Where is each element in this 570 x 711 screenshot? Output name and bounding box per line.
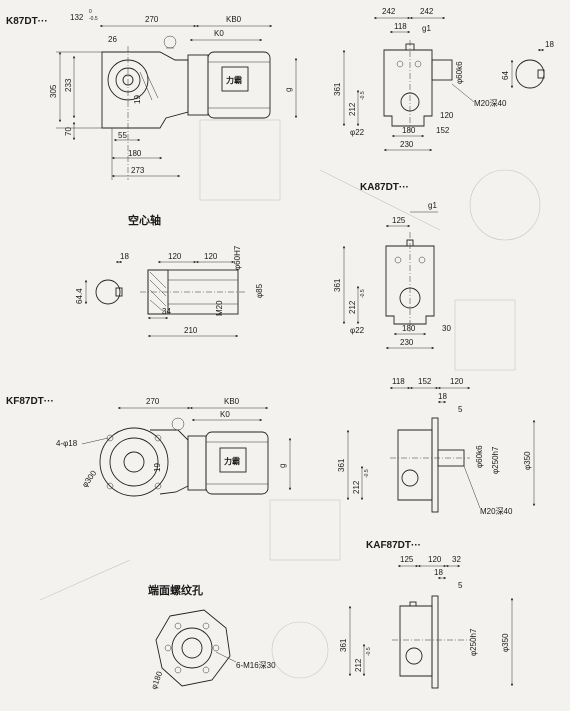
dim-212-tol-kf: -0.5 xyxy=(364,469,370,478)
dim-m20-hollow: M20 xyxy=(215,300,224,316)
dim-kb0-kf: KB0 xyxy=(224,397,240,406)
dim-5-kf: 5 xyxy=(458,405,463,414)
dim-70: 70 xyxy=(64,127,73,136)
view-ka87dt: KA87DT··· 125 g1 361 212 -0.5 φ22 180 30… xyxy=(333,182,451,350)
dim-230: 230 xyxy=(400,140,414,149)
dim-g1-ka: g1 xyxy=(428,201,437,210)
dim-18-kf: 18 xyxy=(438,392,447,401)
show-through-background xyxy=(39,119,541,679)
dim-361: 361 xyxy=(333,82,342,96)
view-k87dt: K87DT··· 132 0 -0.5 270 KB0 K0 26 19 力霸 … xyxy=(6,9,298,180)
dim-212-tol: -0.5 xyxy=(360,91,366,100)
dim-120-hollow-b: 120 xyxy=(204,252,218,261)
dim-132: 132 xyxy=(70,13,84,22)
dim-kb0: KB0 xyxy=(226,15,242,24)
ka87-title: KA87DT··· xyxy=(360,182,409,193)
dim-g: g xyxy=(284,88,293,92)
dim-212: 212 xyxy=(348,102,357,116)
dim-85: φ85 xyxy=(255,283,264,298)
view-end-face: 端面螺纹孔 φ180 6-M16深30 xyxy=(148,583,276,691)
dim-60k6-kf: φ60k6 xyxy=(475,445,484,468)
dim-19: 19 xyxy=(133,95,142,104)
dim-55: 55 xyxy=(118,131,127,140)
view-kf87-side: 118 152 120 18 5 φ60k6 φ250h7 φ350 361 2… xyxy=(337,377,536,516)
dim-350-kaf: φ350 xyxy=(501,633,510,652)
dim-60k6: φ60k6 xyxy=(455,61,464,84)
dim-212-kf: 212 xyxy=(352,480,361,494)
dim-125: 125 xyxy=(392,216,406,225)
dim-180: 180 xyxy=(128,149,142,158)
dim-180-end: φ180 xyxy=(149,670,164,691)
dim-242a: 242 xyxy=(382,7,396,16)
dim-125-kaf: 125 xyxy=(400,555,414,564)
dim-361-ka: 361 xyxy=(333,278,342,292)
dim-32: 32 xyxy=(452,555,461,564)
dim-holes-kf: 4-φ18 xyxy=(56,439,78,448)
dim-230-ka: 230 xyxy=(400,338,414,347)
view-hollow-shaft: 空心轴 18 64.4 120 120 φ60H7 φ85 M20 34 210 xyxy=(75,213,264,338)
dim-212-ka: 212 xyxy=(348,300,357,314)
dim-305: 305 xyxy=(49,84,58,98)
dim-18-hollow: 18 xyxy=(120,252,129,261)
dim-26: 26 xyxy=(108,35,117,44)
view-kf87dt: KF87DT··· 270 KB0 K0 19 4-φ18 φ300 力霸 g xyxy=(6,396,292,497)
dim-350-kf: φ350 xyxy=(523,451,532,470)
dim-300: φ300 xyxy=(80,468,98,489)
dim-120-kaf: 120 xyxy=(428,555,442,564)
dim-273: 273 xyxy=(131,166,145,175)
dim-19-kf: 19 xyxy=(153,463,162,472)
dim-132-tol-dn: -0.5 xyxy=(89,16,98,22)
end-face-title: 端面螺纹孔 xyxy=(148,583,203,597)
k87-title: K87DT··· xyxy=(6,16,48,27)
dim-64: 64 xyxy=(501,71,510,80)
hollow-title: 空心轴 xyxy=(128,213,161,227)
dim-361-kaf: 361 xyxy=(339,638,348,652)
dim-132-tol-up: 0 xyxy=(89,9,92,15)
dim-22: φ22 xyxy=(350,128,365,137)
dim-120: 120 xyxy=(440,111,454,120)
dim-60h7: φ60H7 xyxy=(233,245,242,270)
view-k87-front: 242 242 118 g1 φ60k6 361 212 -0.5 120 M2… xyxy=(333,7,554,152)
dim-361-kf: 361 xyxy=(337,458,346,472)
dim-k0: K0 xyxy=(214,29,224,38)
dim-180-front: 180 xyxy=(402,126,416,135)
dim-212-tol-ka: -0.5 xyxy=(360,289,366,298)
dim-118: 118 xyxy=(394,22,407,31)
dim-holes-end: 6-M16深30 xyxy=(236,661,276,670)
dim-242b: 242 xyxy=(420,7,434,16)
dim-m20-depth: M20深40 xyxy=(474,99,507,108)
kaf87-title: KAF87DT··· xyxy=(366,540,421,551)
dim-22-ka: φ22 xyxy=(350,326,365,335)
dim-250h7-kf: φ250h7 xyxy=(491,446,500,474)
dim-k0-kf: K0 xyxy=(220,410,230,419)
kf87-title: KF87DT··· xyxy=(6,396,54,407)
dim-30: 30 xyxy=(442,324,451,333)
dim-18-kaf: 18 xyxy=(434,568,443,577)
dim-g1: g1 xyxy=(422,24,431,33)
dim-120-hollow-a: 120 xyxy=(168,252,182,261)
dim-212-kaf: 212 xyxy=(354,658,363,672)
dim-g-kf: g xyxy=(278,464,287,468)
dim-120-kf: 120 xyxy=(450,377,464,386)
dim-152: 152 xyxy=(436,126,450,135)
dim-m20-kf: M20深40 xyxy=(480,507,513,516)
view-kaf87dt: KAF87DT··· 125 120 32 18 5 φ250h7 φ350 3… xyxy=(339,540,514,689)
dim-152-kf: 152 xyxy=(418,377,432,386)
dim-64-hollow: 64.4 xyxy=(75,288,84,304)
kf87-logo: 力霸 xyxy=(224,456,240,466)
dim-18-key: 18 xyxy=(545,40,554,49)
dim-270-kf: 270 xyxy=(146,397,160,406)
dim-212-tol-kaf: -0.5 xyxy=(366,647,372,656)
dim-210: 210 xyxy=(184,326,198,335)
dim-5-kaf: 5 xyxy=(458,581,463,590)
dim-250h7-kaf: φ250h7 xyxy=(469,628,478,656)
dim-270: 270 xyxy=(145,15,159,24)
dim-233: 233 xyxy=(64,78,73,92)
k87-logo: 力霸 xyxy=(226,75,242,85)
dim-180-ka: 180 xyxy=(402,324,416,333)
dim-34: 34 xyxy=(162,307,171,316)
dim-118-kf: 118 xyxy=(392,377,405,386)
